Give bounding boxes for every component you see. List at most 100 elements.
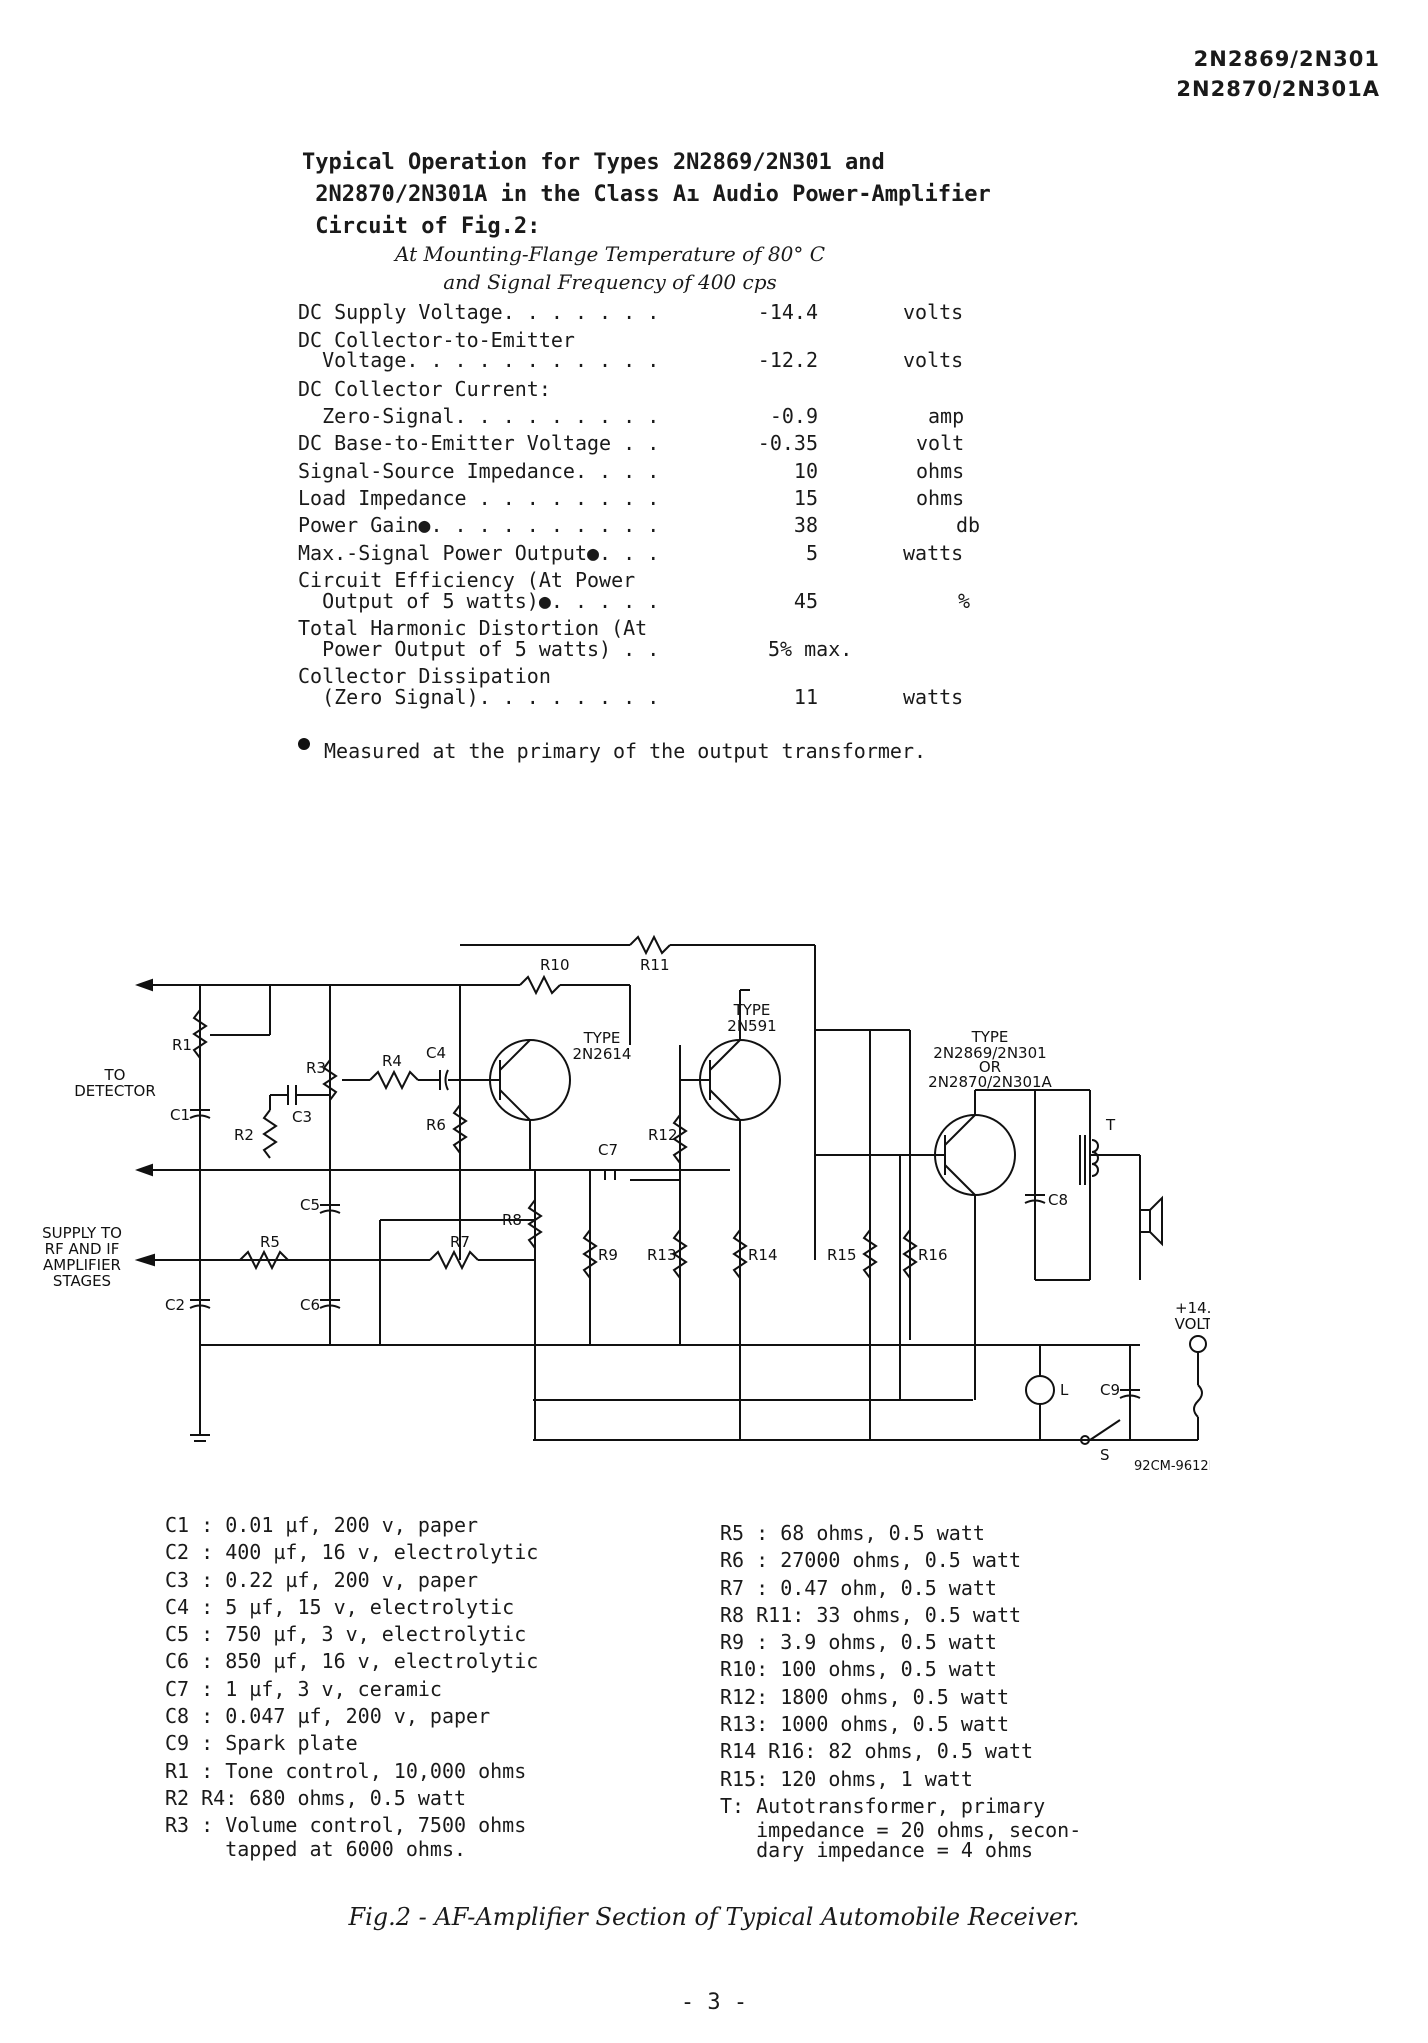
part-entry: R7 : 0.47 ohm, 0.5 watt [720, 1575, 997, 1600]
label-supply: SUPPLY TO [42, 1224, 122, 1242]
operation-value: 5 [805, 541, 818, 565]
label-c3: C3 [292, 1108, 312, 1126]
operation-unit: watts [903, 685, 964, 709]
label-r5: R5 [260, 1233, 280, 1251]
label-t2: TYPE [733, 1001, 771, 1019]
operation-label: DC Collector Current: [298, 377, 551, 401]
label-r8: R8 [502, 1211, 522, 1229]
part-entry: C4 : 5 µf, 15 v, electrolytic [165, 1594, 515, 1619]
label-t3: TYPE [971, 1028, 1009, 1046]
part-number-line: 2N2870/2N301A [1176, 77, 1380, 101]
label-r14: R14 [748, 1246, 778, 1264]
operation-unit: amp [928, 404, 965, 428]
operation-unit: volts [903, 348, 964, 372]
part-entry: T: Autotransformer, primary [720, 1793, 1046, 1818]
part-entry: C7 : 1 µf, 3 v, ceramic [165, 1676, 442, 1701]
part-entry: tapped at 6000 ohms. [165, 1836, 467, 1861]
label-to-detector: DETECTOR [74, 1082, 156, 1100]
part-entry: R1 : Tone control, 10,000 ohms [165, 1758, 527, 1783]
parts-list-right: R5 : 68 ohms, 0.5 watt R6 : 27000 ohms, … [720, 1520, 1081, 1860]
label-t1: 2N2614 [573, 1045, 632, 1063]
title-line: Typical Operation for Types 2N2869/2N301… [302, 150, 885, 175]
label-c1: C1 [170, 1106, 190, 1124]
operation-unit: watts [903, 541, 964, 565]
operation-value: 11 [793, 685, 818, 709]
label-r6: R6 [426, 1116, 446, 1134]
title-line: Circuit of Fig.2: [302, 214, 541, 239]
label-t3: 2N2869/2N301 [933, 1044, 1046, 1062]
part-entry: R13: 1000 ohms, 0.5 watt [720, 1712, 1009, 1737]
label-c4: C4 [426, 1044, 446, 1062]
operation-unit: % [958, 589, 971, 613]
part-entry: R8 R11: 33 ohms, 0.5 watt [720, 1602, 1022, 1627]
part-entry: R10: 100 ohms, 0.5 watt [720, 1657, 997, 1682]
part-entry: R5 : 68 ohms, 0.5 watt [720, 1521, 985, 1545]
part-entry: C1 : 0.01 µf, 200 v, paper [165, 1513, 479, 1537]
figure-caption: Fig.2 - AF-Amplifier Section of Typical … [348, 1903, 1080, 1931]
amplifier-schematic: TO DETECTOR SUPPLY TO RF AND IF AMPLIFIE… [42, 934, 1210, 1470]
title-line: 2N2870/2N301A in the Class Aı Audio Powe… [302, 182, 991, 207]
operation-unit: ohms [916, 459, 965, 483]
operation-label: Output of 5 watts)●. . . . . [298, 589, 660, 613]
label-c9: C9 [1100, 1381, 1120, 1399]
label-r15: R15 [827, 1246, 857, 1264]
label-c2: C2 [165, 1296, 185, 1314]
footnote-bullet-icon [298, 738, 310, 750]
label-s: S [1100, 1446, 1110, 1464]
label-r10: R10 [540, 956, 570, 974]
part-entry: R6 : 27000 ohms, 0.5 watt [720, 1548, 1022, 1573]
label-c5: C5 [300, 1196, 320, 1214]
label-c8: C8 [1048, 1191, 1068, 1209]
part-entry: C5 : 750 µf, 3 v, electrolytic [165, 1622, 527, 1647]
operation-label: Total Harmonic Distortion (At [298, 616, 648, 640]
label-volts: VOLTS [1175, 1315, 1210, 1333]
operation-unit: volts [903, 300, 964, 324]
operation-label: DC Supply Voltage. . . . . . . [298, 300, 660, 324]
section-title: Typical Operation for Types 2N2869/2N301… [302, 147, 991, 243]
part-entry: impedance = 20 ohms, secon- [720, 1818, 1082, 1843]
label-r1: R1 [172, 1036, 192, 1054]
part-entry: C8 : 0.047 µf, 200 v, paper [165, 1704, 491, 1729]
operation-value: -12.2 [757, 348, 818, 372]
part-entry: dary impedance = 4 ohms [720, 1838, 1034, 1863]
operation-label: DC Base-to-Emitter Voltage . . [298, 431, 660, 455]
label-supply: RF AND IF [45, 1240, 120, 1258]
parts-list-left: C1 : 0.01 µf, 200 v, paper C2 : 400 µf, … [165, 1512, 539, 1861]
label-c6: C6 [300, 1296, 320, 1314]
operation-value: 15 [793, 486, 818, 510]
part-entry: R2 R4: 680 ohms, 0.5 watt [165, 1785, 467, 1810]
operation-label: Power Output of 5 watts) . . [298, 637, 660, 661]
label-r12: R12 [648, 1126, 678, 1144]
part-number-line: 2N2869/2N301 [1193, 47, 1380, 71]
operation-label: Max.-Signal Power Output●. . . [298, 541, 660, 565]
part-entry: C2 : 400 µf, 16 v, electrolytic [165, 1540, 539, 1565]
label-c7: C7 [598, 1141, 618, 1159]
operation-label: Zero-Signal. . . . . . . . . [298, 404, 660, 428]
part-entry: C9 : Spark plate [165, 1731, 358, 1756]
label-l: L [1060, 1381, 1069, 1399]
label-t3: OR [979, 1058, 1001, 1076]
label-r13: R13 [647, 1246, 677, 1264]
label-volts: +14.4 [1175, 1299, 1210, 1317]
label-r16: R16 [918, 1246, 948, 1264]
label-supply: AMPLIFIER [43, 1256, 121, 1274]
label-supply: STAGES [53, 1272, 111, 1290]
operation-label: Collector Dissipation [298, 664, 551, 688]
operation-label: Circuit Efficiency (At Power [298, 568, 636, 592]
operation-label: Power Gain●. . . . . . . . . . [298, 513, 660, 537]
operation-value: 10 [793, 459, 818, 483]
operation-label: Signal-Source Impedance. . . . [298, 459, 660, 483]
operation-value: -14.4 [757, 300, 818, 324]
operation-label: DC Collector-to-Emitter [298, 328, 575, 352]
footnote-text: Measured at the primary of the output tr… [324, 739, 927, 763]
condition-line: At Mounting-Flange Temperature of 80° C [394, 242, 825, 266]
part-entry: R9 : 3.9 ohms, 0.5 watt [720, 1630, 997, 1655]
label-t3: 2N2870/2N301A [928, 1073, 1052, 1091]
part-entry: C3 : 0.22 µf, 200 v, paper [165, 1567, 479, 1592]
label-r4: R4 [382, 1052, 402, 1070]
part-entry: R15: 120 ohms, 1 watt [720, 1766, 973, 1791]
operation-value: 38 [793, 513, 818, 537]
operation-unit: volt [916, 431, 965, 455]
operation-label: (Zero Signal). . . . . . . . [298, 685, 660, 709]
